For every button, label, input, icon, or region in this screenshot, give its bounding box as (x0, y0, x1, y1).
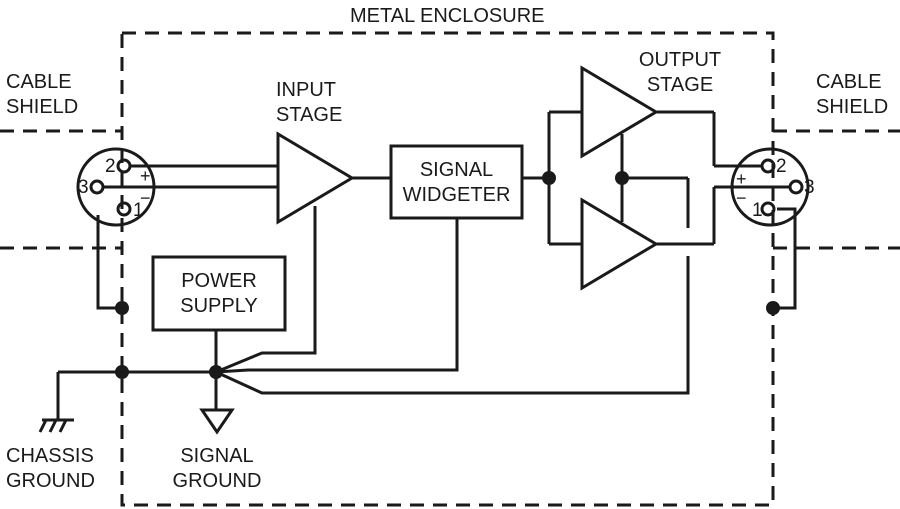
junction-dot (115, 365, 129, 379)
output-stage-bottom-amplifier (580, 197, 659, 291)
junction-dot (766, 301, 780, 315)
left-pin-1-label: 1 (133, 200, 144, 221)
left-plus-sign: + (140, 166, 151, 186)
chassis-ground-label: CHASSIS GROUND (6, 445, 95, 492)
left-pin-2-label: 2 (105, 156, 116, 177)
metal-enclosure-border (120, 31, 775, 507)
output-stage-label: OUTPUT STAGE (638, 49, 722, 96)
junction-dot (542, 171, 556, 185)
junction-dot (115, 301, 129, 315)
input-stage-label: INPUT STAGE (276, 79, 343, 126)
signal-ground-label: SIGNAL GROUND (172, 445, 262, 492)
right-minus-sign: − (736, 188, 747, 208)
left-pin-1-icon (116, 201, 132, 217)
right-pin-3-label: 3 (804, 177, 815, 198)
left-pin-2-icon (116, 158, 132, 174)
junction-dot (615, 171, 629, 185)
power-supply-box (151, 255, 287, 332)
signal-widgeter-label: SIGNAL WIDGETER (402, 159, 511, 206)
input-stage-amplifier (276, 131, 355, 225)
metal-enclosure-label: METAL ENCLOSURE (350, 5, 545, 27)
junction-dot (209, 365, 223, 379)
left-pin-3-icon (89, 179, 105, 195)
power-supply-label: POWER SUPPLY (180, 270, 258, 317)
cable-shield-left-label: CABLE SHIELD (6, 71, 79, 118)
output-stage-top-amplifier (580, 65, 659, 159)
right-pin-1-label: 1 (752, 200, 763, 221)
left-minus-sign: − (140, 188, 151, 208)
right-plus-sign: + (736, 169, 747, 189)
right-pin-3-icon (788, 179, 804, 195)
right-pin-2-label: 2 (776, 156, 787, 177)
signal-ground-symbol (199, 408, 235, 435)
right-pin-1-icon (760, 201, 776, 217)
left-pin-3-label: 3 (78, 177, 89, 198)
cable-shield-right-label: CABLE SHIELD (816, 71, 889, 118)
